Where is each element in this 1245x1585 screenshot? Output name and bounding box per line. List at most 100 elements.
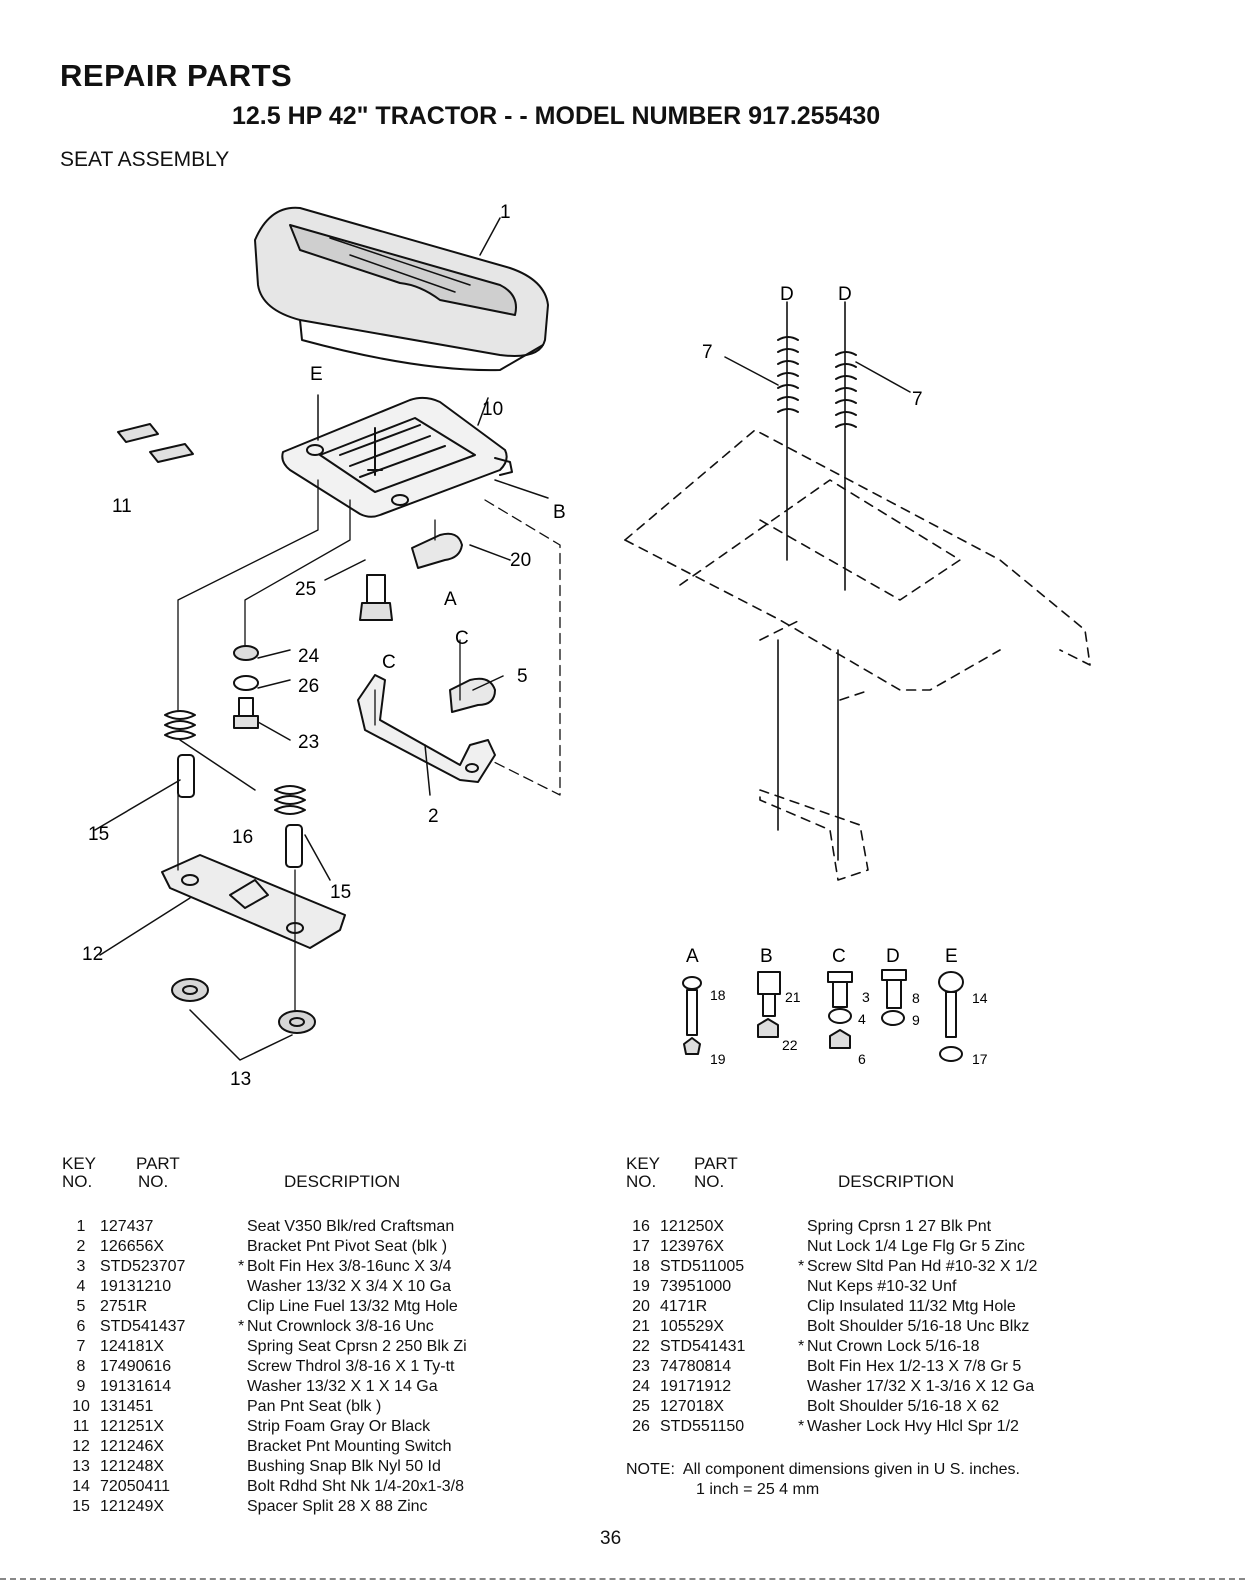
table-row: 24 19171912 Washer 17/32 X 1-3/16 X 12 Ga [622,1377,1037,1397]
part-description: Strip Foam Gray Or Black [247,1418,431,1435]
key-number: 18 [632,1258,650,1275]
key-number: 23 [632,1358,650,1375]
part-number: 4171R [660,1298,708,1315]
key-number: 12 [72,1438,90,1455]
description-cell: *Washer Lock Hvy Hlcl Spr 1/2 [798,1417,1037,1437]
part-number: 17490616 [100,1358,172,1375]
hw-letter-a: A [686,946,699,967]
description-cell: Clip Line Fuel 13/32 Mtg Hole [238,1297,467,1317]
letter-a: A [444,589,457,610]
foam-strips-drawing [117,423,194,463]
key-number: 14 [72,1478,90,1495]
description-cell: Washer 13/32 X 3/4 X 10 Ga [238,1277,467,1297]
part-description: Nut Crownlock 3/8-16 Unc [247,1318,434,1335]
table-row: 20 4171R Clip Insulated 11/32 Mtg Hole [622,1297,1037,1317]
callout-16: 16 [232,827,253,848]
part-header-line1: PART [694,1154,738,1173]
description-cell: *Screw Sltd Pan Hd #10-32 X 1/2 [798,1257,1037,1277]
description-cell: Bracket Pnt Pivot Seat (blk ) [238,1237,467,1257]
key-number: 26 [632,1418,650,1435]
hw-letter-c: C [832,946,846,967]
part-description: Bolt Fin Hex 1/2-13 X 7/8 Gr 5 [807,1358,1022,1375]
key-number: 3 [76,1258,86,1275]
callout-24: 24 [298,646,320,667]
part-number: STD511005 [660,1258,745,1275]
key-number: 1 [76,1218,86,1235]
part-number: 126656X [100,1238,165,1255]
part-header-line2: NO. [138,1172,169,1191]
part-number: STD541431 [660,1338,746,1355]
bottom-rule [0,1578,1245,1580]
key-number: 2 [76,1238,86,1255]
hw-3: 3 [862,989,870,1005]
key-number: 6 [76,1318,86,1335]
key-number: 20 [632,1298,650,1315]
hw-22: 22 [782,1037,798,1053]
part-number: 127018X [660,1398,725,1415]
key-number: 24 [632,1378,650,1395]
part-number: 121248X [100,1458,165,1475]
part-description: Washer 17/32 X 1-3/16 X 12 Ga [807,1378,1035,1395]
letter-e: E [310,364,323,385]
callout-20: 20 [510,550,531,571]
description-cell: Nut Lock 1/4 Lge Flg Gr 5 Zinc [798,1237,1037,1257]
description-cell: Bolt Fin Hex 1/2-13 X 7/8 Gr 5 [798,1357,1037,1377]
callout-15-left: 15 [88,824,109,845]
part-description: Nut Lock 1/4 Lge Flg Gr 5 Zinc [807,1238,1025,1255]
asterisk-mark: * [798,1338,805,1355]
part-description: Washer 13/32 X 1 X 14 Ga [247,1378,438,1395]
clip-20-drawing [411,532,463,569]
hw-9: 9 [912,1012,920,1028]
description-cell: Washer 13/32 X 1 X 14 Ga [238,1377,467,1397]
key-number: 15 [72,1498,90,1515]
part-description: Spring Seat Cprsn 2 250 Blk Zi [247,1338,467,1355]
part-number: 19131614 [100,1378,172,1395]
callout-7-left: 7 [702,342,713,363]
callout-15-right: 15 [330,882,351,903]
description-cell: *Bolt Fin Hex 3/8-16unc X 3/4 [238,1257,467,1277]
hw-letter-e: E [945,946,958,967]
asterisk-mark: * [798,1418,805,1435]
part-description: Bracket Pnt Mounting Switch [247,1438,452,1455]
part-description: Bolt Shoulder 5/16-18 X 62 [807,1398,1000,1415]
callout-2: 2 [428,806,439,827]
part-description: Bracket Pnt Pivot Seat (blk ) [247,1238,448,1255]
hw-letter-d: D [886,946,900,967]
callout-12: 12 [82,944,103,965]
hw-4: 4 [858,1011,866,1027]
part-description: Screw Sltd Pan Hd #10-32 X 1/2 [807,1258,1038,1275]
part-number: 73951000 [660,1278,732,1295]
key-number: 21 [632,1318,650,1335]
clip-5-drawing [449,677,496,713]
callout-11: 11 [112,496,132,517]
letter-c-left: C [382,652,396,673]
key-header-line1: KEY [62,1154,97,1173]
part-number: 121249X [100,1498,165,1515]
part-number: 19171912 [660,1378,732,1395]
callout-23: 23 [298,732,319,753]
part-description: Nut Keps #10-32 Unf [807,1278,957,1295]
letter-d-left: D [780,284,794,305]
part-description: Clip Insulated 11/32 Mtg Hole [807,1298,1016,1315]
part-number: 2751R [100,1298,148,1315]
key-number: 19 [632,1278,650,1295]
description-cell: Bracket Pnt Mounting Switch [238,1437,467,1457]
part-number: 121250X [660,1218,725,1235]
key-header-line1: KEY [626,1154,661,1173]
description-cell: Seat V350 Blk/red Craftsman [238,1217,467,1237]
key-number: 17 [632,1238,650,1255]
asterisk-mark: * [238,1258,245,1275]
model-subtitle: 12.5 HP 42" TRACTOR - - MODEL NUMBER 917… [232,102,881,130]
key-number: 5 [76,1298,86,1315]
section-title: SEAT ASSEMBLY [60,148,230,171]
